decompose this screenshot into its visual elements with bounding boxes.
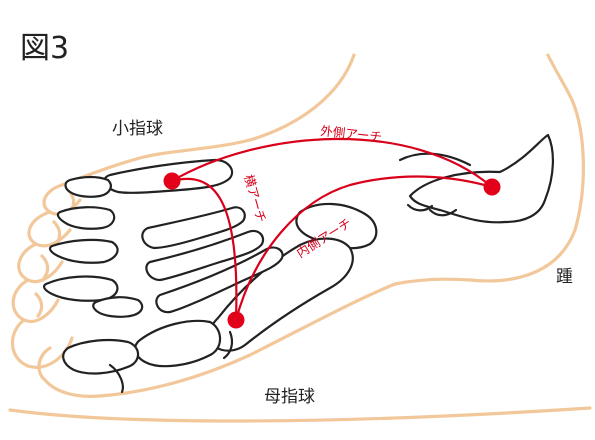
arch-lines [171, 137, 493, 321]
arch-points [163, 172, 501, 329]
big-toe-ball-point [227, 311, 245, 329]
little-toe-ball-point [163, 172, 181, 190]
little-toe-ball-label: 小指球 [112, 119, 163, 139]
outer-arch-label: 外側アーチ [320, 123, 383, 144]
heel-label: 踵 [556, 267, 573, 287]
skin-outline [8, 53, 592, 423]
big-toe-distal-bone [62, 338, 140, 375]
outer-arch-line [171, 137, 493, 188]
big-toe-proximal-bone [134, 319, 222, 368]
midfoot-bone [295, 202, 378, 250]
foot-bones [42, 133, 555, 394]
big-toe-ball-label: 母指球 [264, 387, 315, 407]
heel-point [483, 178, 501, 196]
figure-title: 図3 [20, 31, 69, 66]
transverse-arch-line [171, 177, 238, 321]
inner-arch-line [234, 175, 493, 321]
